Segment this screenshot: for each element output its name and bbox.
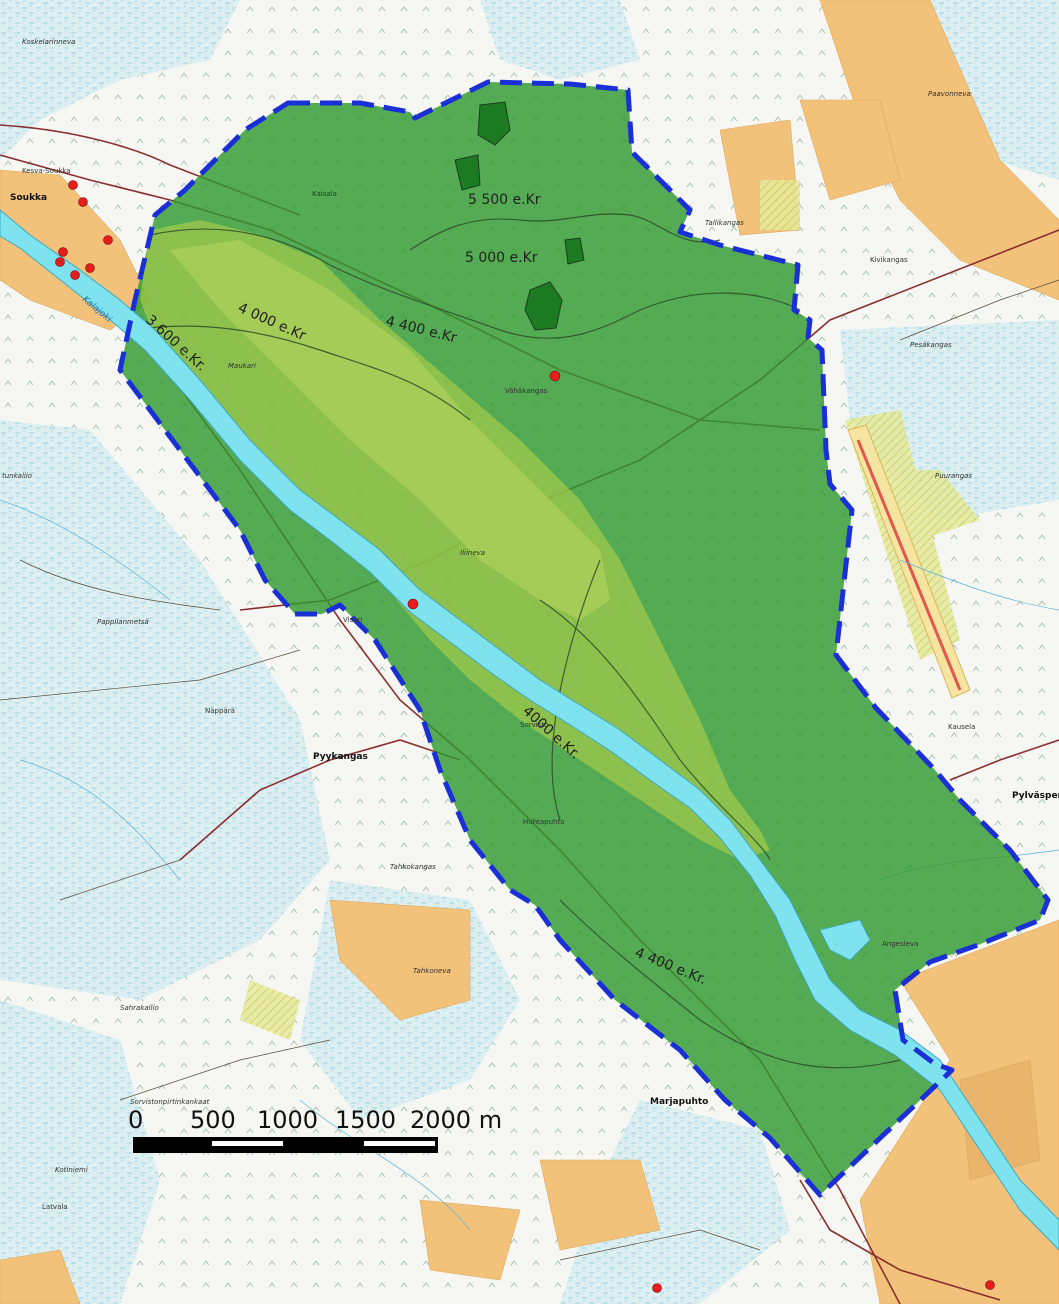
scale-tick-500: 500 xyxy=(190,1106,236,1134)
place-maukari: Maukari xyxy=(228,362,256,370)
secondary-roads xyxy=(0,279,1059,1261)
place-labels: Soukka Pyykangas Pylväspera Marjapuhto H… xyxy=(2,38,1059,1211)
place-vahakangas: Vähäkangas xyxy=(505,387,548,395)
river xyxy=(0,209,1059,1251)
site-marker xyxy=(68,180,78,190)
place-pappilanmetsa: Pappilanmetsä xyxy=(97,618,149,626)
place-puurangas: Puurangas xyxy=(935,472,972,480)
site-marker xyxy=(78,197,88,207)
shoreline-label-5000: 5 000 e.Kr xyxy=(465,250,538,266)
place-sorvisto: Sorvisto xyxy=(520,721,548,729)
scale-bar-segment xyxy=(364,1141,435,1146)
island-spots xyxy=(454,101,585,331)
place-kivikangas: Kivikangas xyxy=(870,256,908,264)
scale-bar-segment xyxy=(212,1141,283,1146)
scale-tick-1000: 1000 xyxy=(257,1106,318,1134)
site-marker xyxy=(103,235,113,245)
shoreline-label-5500: 5 500 e.Kr xyxy=(468,192,541,208)
scale-bar: 0 500 1000 1500 2000 m xyxy=(128,1106,502,1153)
place-marjapuhto: Marjapuhto xyxy=(650,1097,708,1107)
place-iliineva: Iliineva xyxy=(460,549,485,557)
place-nappara: Näppärä xyxy=(205,707,235,715)
site-marker xyxy=(549,370,561,382)
site-marker xyxy=(85,263,95,273)
place-soukka: Soukka xyxy=(10,193,47,203)
site-marker xyxy=(407,598,419,610)
place-kesva-soukka: Kesva-Soukka xyxy=(22,167,71,175)
shoreline-zone-mid xyxy=(170,240,610,620)
site-marker xyxy=(70,270,80,280)
place-tahkokangas: Tahkokangas xyxy=(390,863,436,871)
place-huhtapuhto: Huhtapuhto xyxy=(523,818,565,826)
place-kaisala: Kaisala xyxy=(312,190,337,198)
place-tallikangas: Tallikangas xyxy=(705,219,744,227)
place-tunkallio: tunkallio xyxy=(2,472,32,480)
place-sorvistonpirtinkankaat: Sorvistonpirtinkankaat xyxy=(130,1098,210,1106)
place-visuri: Visuri xyxy=(343,616,363,624)
scale-bar-frame xyxy=(133,1137,438,1153)
river-side-arm xyxy=(819,919,871,961)
place-sahrakallio: Sahrakallio xyxy=(120,1004,159,1012)
site-marker xyxy=(55,257,65,267)
site-marker xyxy=(985,1280,995,1290)
place-pesakangas: Pesäkangas xyxy=(910,341,952,349)
place-kausela: Kausela xyxy=(948,723,975,731)
place-angesleva: Angesleva xyxy=(882,940,918,948)
place-paavonneva: Paavonneva xyxy=(928,90,971,98)
place-koskelarinneva: Koskelarinneva xyxy=(22,38,75,46)
place-tahkoneva: Tahkoneva xyxy=(413,967,451,975)
scale-tick-0: 0 xyxy=(128,1106,143,1134)
place-pyykangas: Pyykangas xyxy=(313,752,368,762)
scale-tick-1500: 1500 xyxy=(335,1106,396,1134)
site-marker xyxy=(58,247,68,257)
scale-tick-2000: 2000 m xyxy=(410,1106,502,1134)
place-latvala: Latvala xyxy=(42,1203,68,1211)
site-markers xyxy=(55,180,995,1293)
place-kotiniemi: Kotiniemi xyxy=(55,1166,88,1174)
site-marker xyxy=(652,1283,662,1293)
place-pylvaspera: Pylväspera xyxy=(1012,791,1059,801)
airstrip xyxy=(847,424,971,699)
ancient-shoreline-boundary xyxy=(117,79,1051,1198)
